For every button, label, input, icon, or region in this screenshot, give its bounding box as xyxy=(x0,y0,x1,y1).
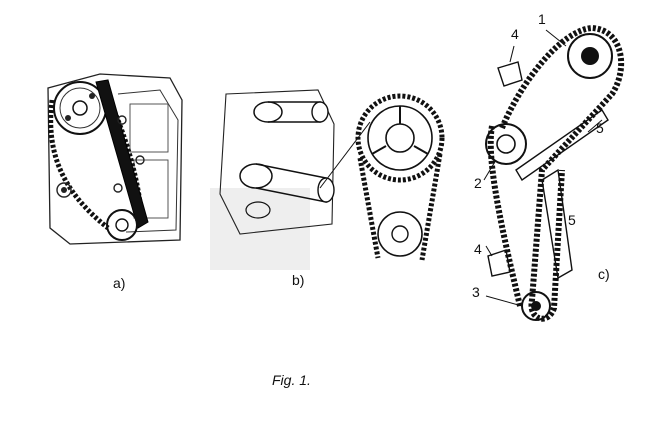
panel-b-illustration xyxy=(210,84,445,274)
panel-c-illustration xyxy=(462,10,632,340)
callout-4-bottom: 4 xyxy=(474,241,482,257)
callout-3: 3 xyxy=(472,284,480,300)
callout-4-top: 4 xyxy=(511,26,519,42)
callout-5-top: 5 xyxy=(596,120,604,136)
callout-5-bottom: 5 xyxy=(568,212,576,228)
callout-1: 1 xyxy=(538,11,546,27)
panel-c-label: c) xyxy=(598,266,610,282)
callout-2: 2 xyxy=(474,175,482,191)
figure-caption: Fig. 1. xyxy=(272,372,311,388)
panel-a-label: a) xyxy=(113,275,126,291)
panel-b-label: b) xyxy=(292,272,305,288)
panel-a-illustration xyxy=(30,60,190,250)
